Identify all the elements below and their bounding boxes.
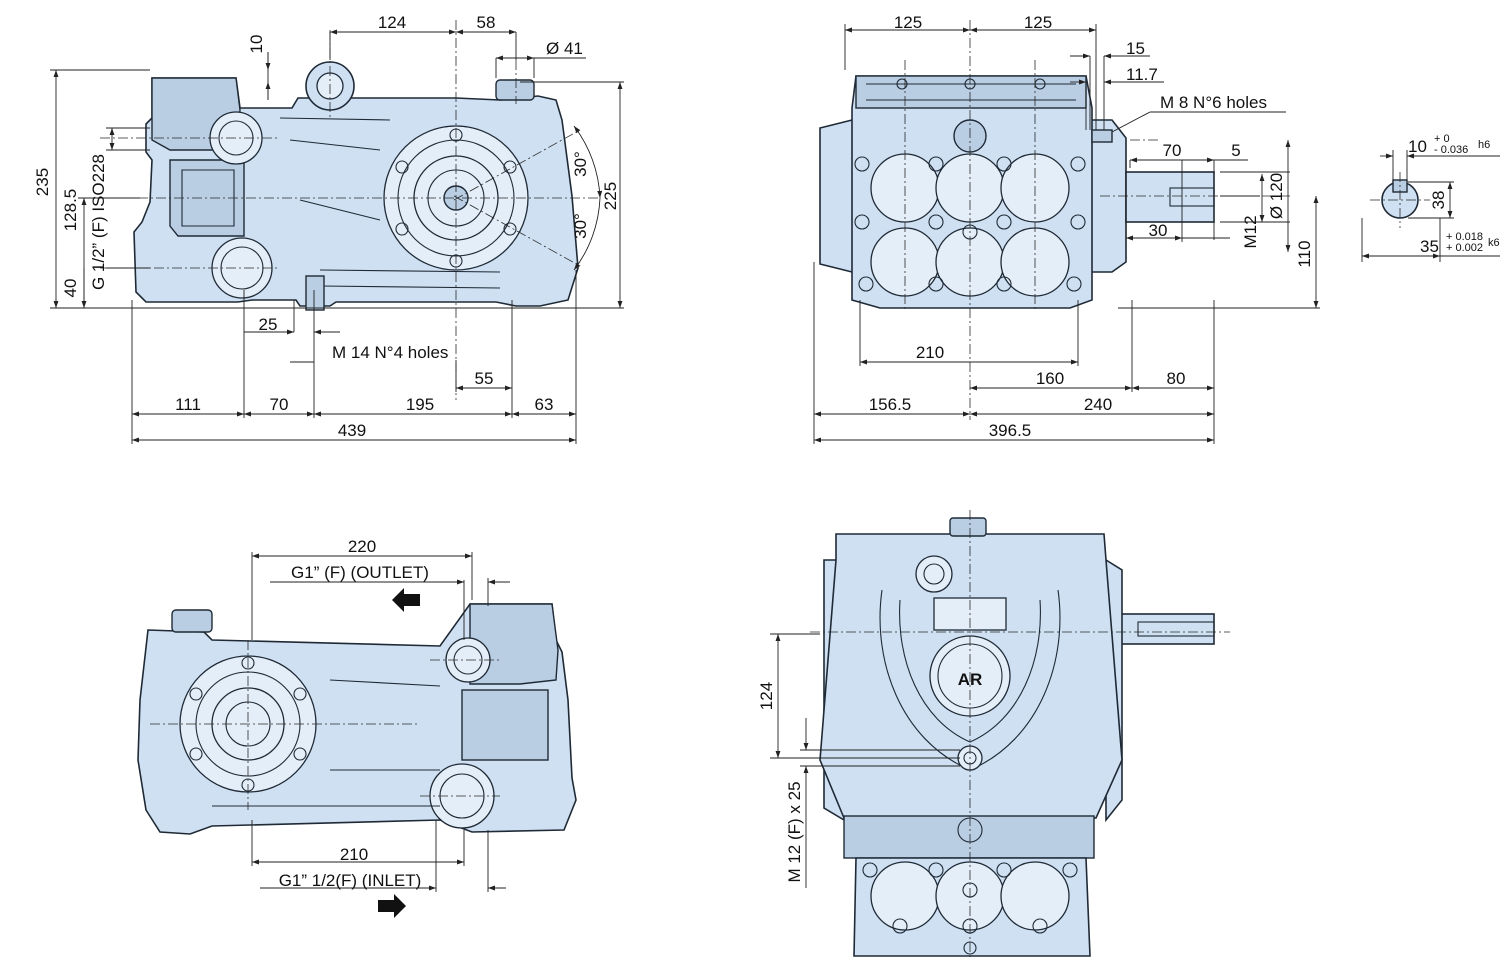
dim-55: 55 — [475, 369, 494, 388]
side-view: 124 58 Ø 41 10 235 128.5 G 1/2” (F) ISO2… — [33, 13, 624, 444]
dim-40: 40 — [61, 279, 80, 298]
top-view: AR 124 M 12 (F) x 25 — [757, 510, 1230, 960]
dim-25: 25 — [259, 315, 278, 334]
key-width: 10 — [1408, 137, 1427, 156]
dim-125-left: 125 — [894, 13, 922, 32]
dim-225: 225 — [601, 182, 620, 210]
dim-m12: M12 — [1241, 215, 1260, 248]
shaft-section: 10 + 0 - 0.036 h6 38 35 + 0.018 + 0.002 … — [1361, 133, 1500, 262]
dim-439: 439 — [338, 421, 366, 440]
dim-5: 5 — [1231, 141, 1240, 160]
dim-125-right: 125 — [1024, 13, 1052, 32]
shaft-top-icon — [1119, 613, 1215, 645]
dim-195: 195 — [406, 395, 434, 414]
key-tol-upper: + 0 — [1434, 133, 1450, 145]
dim-58: 58 — [477, 13, 496, 32]
key-tol-lower: - 0.036 — [1434, 144, 1468, 156]
oil-cap-icon — [495, 79, 535, 101]
dim-220: 220 — [348, 537, 376, 556]
dim-70: 70 — [1163, 141, 1182, 160]
dim-80: 80 — [1167, 369, 1186, 388]
dim-15: 15 — [1126, 39, 1145, 58]
key-fit: h6 — [1478, 139, 1490, 151]
dim-110: 110 — [1295, 240, 1314, 267]
m12-thread-label: M 12 (F) x 25 — [785, 781, 804, 882]
dim-128-5: 128.5 — [61, 189, 80, 232]
mount-holes-label: M 14 N°4 holes — [332, 343, 448, 362]
dim-160: 160 — [1036, 369, 1064, 388]
dim-124: 124 — [757, 682, 776, 710]
rear-view: 220 G1” (F) (OUTLET) 210 G1” 1/2(F) (INL… — [137, 537, 577, 918]
dim-111: 111 — [175, 395, 201, 414]
shaft-tol-upper: + 0.018 — [1446, 231, 1483, 243]
dim-angle-30-bottom: 30° — [571, 213, 590, 239]
dim-dia-120: Ø 120 — [1267, 173, 1286, 219]
shaft-diameter: 35 — [1420, 237, 1439, 256]
dim-235: 235 — [33, 168, 52, 196]
dim-63: 63 — [535, 395, 554, 414]
dim-38: 38 — [1429, 191, 1448, 210]
front-view: 125 125 15 11.7 M 8 N°6 holes 70 5 30 M1… — [813, 13, 1320, 444]
dim-70: 70 — [270, 395, 289, 414]
dim-210: 210 — [340, 845, 368, 864]
shaft-fit: k6 — [1488, 237, 1500, 249]
dim-210: 210 — [916, 343, 944, 362]
inlet-label: G1” 1/2(F) (INLET) — [279, 871, 422, 890]
shaft-tol-lower: + 0.002 — [1446, 242, 1483, 254]
top-port-icon — [915, 555, 953, 593]
inlet-thread-label: G 1/2” (F) ISO228 — [89, 154, 108, 290]
outlet-label: G1” (F) (OUTLET) — [291, 563, 429, 582]
dim-dia-41: Ø 41 — [546, 39, 583, 58]
oil-cap-top-icon — [949, 517, 987, 537]
outlet-arrow-icon — [392, 588, 420, 612]
dim-11-7: 11.7 — [1126, 65, 1158, 84]
dim-396-5: 396.5 — [989, 421, 1032, 440]
oil-cap-rear-icon — [171, 609, 213, 633]
dim-156-5: 156.5 — [869, 395, 912, 414]
dim-124: 124 — [378, 13, 406, 32]
head-holes-label: M 8 N°6 holes — [1160, 93, 1267, 112]
dim-10: 10 — [247, 35, 266, 54]
dim-30: 30 — [1149, 221, 1168, 240]
dim-240: 240 — [1084, 395, 1112, 414]
dim-angle-30-top: 30° — [571, 151, 590, 177]
inlet-arrow-icon — [378, 894, 406, 918]
